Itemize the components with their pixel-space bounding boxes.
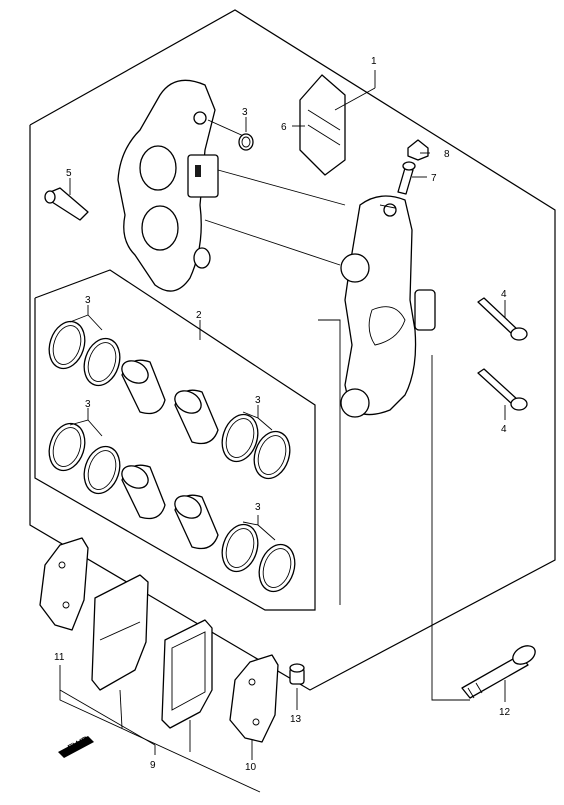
pad-sleeve xyxy=(289,663,305,685)
bleeder-cap xyxy=(407,139,429,161)
leader-lines xyxy=(59,70,506,793)
seal-rings-row1-left xyxy=(48,320,121,387)
pistons-row1 xyxy=(121,359,219,445)
seal-rings-row2-left xyxy=(48,422,121,495)
callout-1: 1 xyxy=(371,56,377,67)
callout-5: 5 xyxy=(66,168,72,179)
reference-lines xyxy=(318,319,470,701)
caliper-bolt-lower xyxy=(477,368,528,411)
pistons-row2 xyxy=(121,464,219,550)
fwd-label: FWD xyxy=(66,734,91,754)
caliper-left-half xyxy=(117,79,346,292)
caliper-right-half xyxy=(340,195,436,418)
pad-shim-right xyxy=(229,654,279,743)
assembly-boundary xyxy=(29,9,556,691)
seal-rings-row2-right xyxy=(221,523,296,593)
callout-3-left-upper: 3 xyxy=(85,295,91,306)
brake-pad-left xyxy=(91,574,149,691)
caliper-bolt-upper xyxy=(477,297,528,341)
callout-3-left-lower: 3 xyxy=(85,399,91,410)
callout-3-right-upper: 3 xyxy=(255,395,261,406)
callout-3-right-lower: 3 xyxy=(255,502,261,513)
brake-pad-right xyxy=(161,619,213,729)
callout-4-lower: 4 xyxy=(501,424,507,435)
callout-12: 12 xyxy=(499,707,511,718)
mounting-bolt-5 xyxy=(44,187,89,221)
callout-4-upper: 4 xyxy=(501,289,507,300)
pad-shim-left xyxy=(39,537,89,631)
callout-10: 10 xyxy=(245,762,257,773)
forward-arrow-icon: FWD xyxy=(58,734,94,758)
callout-11: 11 xyxy=(54,652,65,663)
callout-9: 9 xyxy=(150,760,156,771)
callout-13: 13 xyxy=(290,714,302,725)
callout-7: 7 xyxy=(431,173,437,184)
seal-rings-row1-right xyxy=(221,413,291,480)
pad-pin xyxy=(461,645,536,699)
pad-spring xyxy=(299,74,346,176)
callout-3-top: 3 xyxy=(242,107,248,118)
bleeder-screw xyxy=(397,161,416,195)
callout-2: 2 xyxy=(196,310,202,321)
piston-set-boundary xyxy=(34,269,316,611)
seal-ring-top xyxy=(238,133,254,151)
callout-labels: 1 2 3 3 3 3 3 4 4 5 6 7 8 9 10 11 12 13 xyxy=(54,56,511,773)
callout-6: 6 xyxy=(281,122,287,133)
callout-8: 8 xyxy=(444,149,450,160)
